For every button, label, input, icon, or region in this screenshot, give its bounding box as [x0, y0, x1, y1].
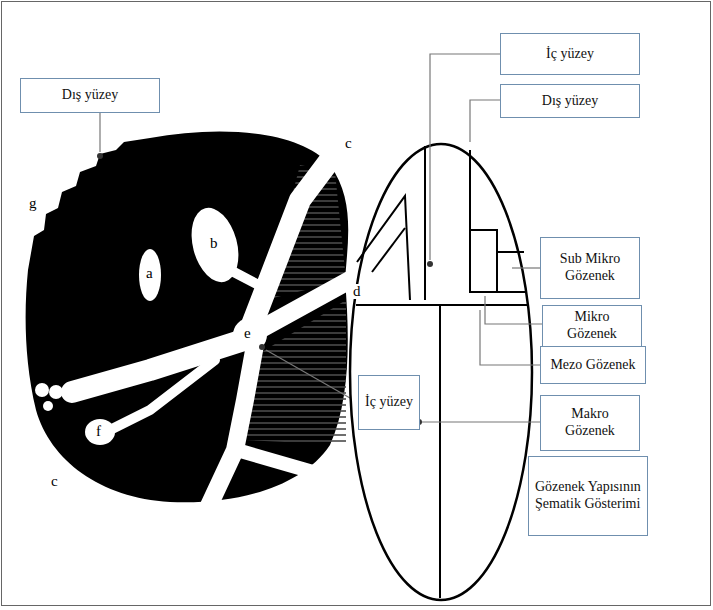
box-text: İç yüzey — [365, 394, 413, 411]
leader-dot — [97, 153, 103, 159]
box-text: Mezo Gözenek — [547, 357, 639, 374]
pore-schematic-outline — [350, 144, 532, 600]
label-box: İç yüzey — [500, 33, 640, 75]
label-box: Dış yüzey — [20, 78, 160, 113]
label-box: Gözenek Yapısının Şematik Gösterimi — [528, 456, 648, 536]
label-box: İç yüzey — [358, 375, 420, 430]
callout-letter: d — [352, 284, 362, 299]
label-box: Sub Mikro Gözenek — [540, 237, 640, 299]
callout-letter: a — [145, 266, 154, 281]
leader-dot — [427, 261, 433, 267]
callout-letter: e — [243, 326, 252, 341]
callout-letter: b — [209, 236, 219, 251]
label-box: Mikro Gözenek — [542, 305, 642, 347]
box-text: İç yüzey — [507, 46, 633, 63]
leader-dot — [259, 344, 265, 350]
callout-letter: c — [50, 474, 59, 489]
callout-letter: f — [95, 424, 102, 439]
callout-letter: c — [344, 136, 353, 151]
leader-lines — [100, 113, 357, 402]
callout-letter: g — [28, 196, 38, 211]
label-box: Mezo Gözenek — [540, 346, 646, 384]
label-box: Makro Gözenek — [540, 395, 640, 451]
box-text: Sub Mikro Gözenek — [547, 251, 633, 285]
box-text: Dış yüzey — [27, 87, 153, 104]
box-text: Makro Gözenek — [547, 406, 633, 440]
label-box: Dış yüzey — [500, 84, 640, 118]
pore-schematic-walls — [356, 146, 527, 598]
box-text: Mikro Gözenek — [549, 309, 635, 343]
box-text: Gözenek Yapısının Şematik Gösterimi — [535, 479, 641, 513]
pores — [35, 203, 267, 445]
box-text: Dış yüzey — [507, 93, 633, 110]
pore-channels — [72, 140, 368, 525]
